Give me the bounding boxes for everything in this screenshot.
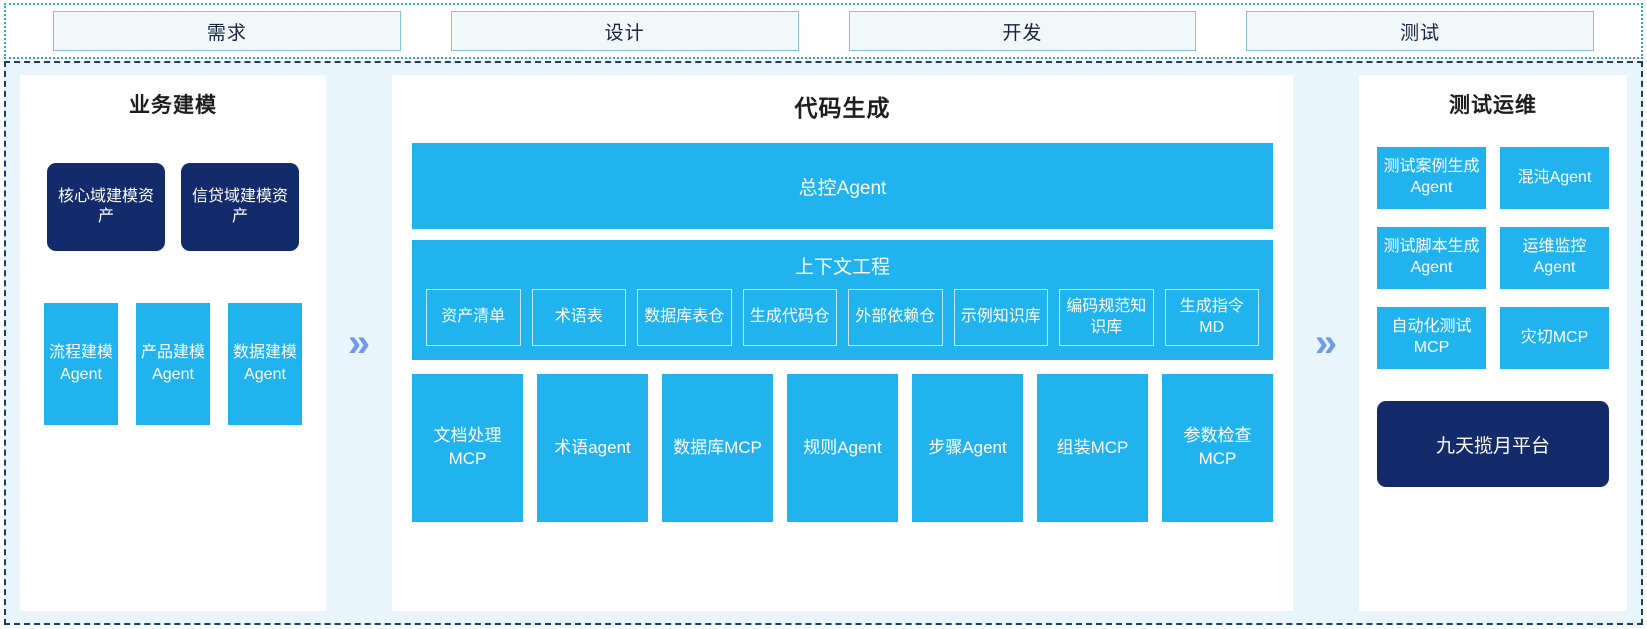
chevron-right-icon-2: »	[1314, 321, 1338, 365]
context-engineering-row: 资产清单 术语表 数据库表仓 生成代码仓 外部依赖仓 示例知识库 编码规范知识库…	[426, 289, 1259, 346]
ops-box-automated-testing-mcp[interactable]: 自动化测试MCP	[1377, 307, 1486, 369]
context-box-example-knowledge-base[interactable]: 示例知识库	[953, 289, 1048, 346]
context-box-generation-instruction-md[interactable]: 生成指令MD	[1164, 289, 1259, 346]
asset-box-core-domain[interactable]: 核心域建模资产	[47, 163, 165, 251]
tool-box-glossary-agent[interactable]: 术语agent	[537, 374, 648, 522]
ops-box-disaster-switch-mcp[interactable]: 灾切MCP	[1500, 307, 1609, 369]
context-engineering-panel: 上下文工程 资产清单 术语表 数据库表仓 生成代码仓 外部依赖仓 示例知识库 编…	[412, 240, 1273, 360]
testing-operations-content: 测试案例生成Agent 混沌Agent 测试脚本生成Agent 运维监控Agen…	[1359, 119, 1627, 501]
agent-box-product-modeling[interactable]: 产品建模Agent	[136, 303, 210, 425]
agent-box-data-modeling[interactable]: 数据建模Agent	[228, 303, 302, 425]
panel-title-business-modeling: 业务建模	[129, 94, 217, 117]
context-box-db-table-repo[interactable]: 数据库表仓	[637, 289, 732, 346]
panel-code-generation: 代码生成 总控Agent 上下文工程 资产清单 术语表 数据库表仓 生成代码仓 …	[392, 75, 1293, 611]
testing-operations-grid: 测试案例生成Agent 混沌Agent 测试脚本生成Agent 运维监控Agen…	[1377, 147, 1609, 369]
tool-box-step-agent[interactable]: 步骤Agent	[912, 374, 1023, 522]
modeling-agent-row: 流程建模Agent 产品建模Agent 数据建模Agent	[40, 303, 306, 425]
context-box-generated-code-repo[interactable]: 生成代码仓	[742, 289, 837, 346]
tool-box-database-mcp[interactable]: 数据库MCP	[662, 374, 773, 522]
main-region: 业务建模 核心域建模资产 信贷域建模资产 流程建模Agent 产品建模Agent…	[4, 61, 1643, 625]
tool-box-parameter-check-mcp[interactable]: 参数检查MCP	[1162, 374, 1273, 522]
phase-box-design[interactable]: 设计	[450, 11, 799, 51]
ops-box-test-case-generation-agent[interactable]: 测试案例生成Agent	[1377, 147, 1486, 209]
master-agent-box[interactable]: 总控Agent	[412, 143, 1273, 229]
agent-box-process-modeling[interactable]: 流程建模Agent	[44, 303, 118, 425]
panel-testing-operations: 测试运维 测试案例生成Agent 混沌Agent 测试脚本生成Agent 运维监…	[1359, 75, 1627, 611]
code-generation-content: 总控Agent 上下文工程 资产清单 术语表 数据库表仓 生成代码仓 外部依赖仓…	[392, 123, 1293, 538]
tool-box-document-processing-mcp[interactable]: 文档处理MCP	[412, 374, 523, 522]
platform-box-jiutian-lanyue[interactable]: 九天揽月平台	[1377, 401, 1609, 487]
panel-title-testing-operations: 测试运维	[1449, 94, 1537, 117]
business-modeling-content: 核心域建模资产 信贷域建模资产 流程建模Agent 产品建模Agent 数据建模…	[20, 119, 326, 425]
tool-box-assembly-mcp[interactable]: 组装MCP	[1037, 374, 1148, 522]
ops-box-chaos-agent[interactable]: 混沌Agent	[1500, 147, 1609, 209]
context-box-external-dependency-repo[interactable]: 外部依赖仓	[848, 289, 943, 346]
panel-business-modeling: 业务建模 核心域建模资产 信贷域建模资产 流程建模Agent 产品建模Agent…	[20, 75, 326, 611]
context-box-asset-inventory[interactable]: 资产清单	[426, 289, 521, 346]
phase-strip: 需求 设计 开发 测试	[4, 3, 1643, 59]
context-engineering-title: 上下文工程	[794, 257, 890, 278]
chevron-right-icon-1: »	[347, 321, 371, 365]
phase-box-testing[interactable]: 测试	[1246, 11, 1594, 51]
ops-box-operations-monitoring-agent[interactable]: 运维监控Agent	[1500, 227, 1609, 289]
asset-box-credit-domain[interactable]: 信贷域建模资产	[181, 163, 299, 251]
context-box-glossary[interactable]: 术语表	[531, 289, 626, 346]
ops-box-test-script-generation-agent[interactable]: 测试脚本生成Agent	[1377, 227, 1486, 289]
phase-box-development[interactable]: 开发	[848, 11, 1197, 51]
asset-row: 核心域建模资产 信贷域建模资产	[40, 163, 306, 251]
tool-box-rule-agent[interactable]: 规则Agent	[787, 374, 898, 522]
panel-title-code-generation: 代码生成	[794, 95, 891, 121]
context-box-coding-standard-knowledge-base[interactable]: 编码规范知识库	[1059, 289, 1154, 346]
tool-row: 文档处理MCP 术语agent 数据库MCP 规则Agent 步骤Agent 组…	[412, 374, 1273, 522]
phase-box-requirement[interactable]: 需求	[53, 11, 401, 51]
